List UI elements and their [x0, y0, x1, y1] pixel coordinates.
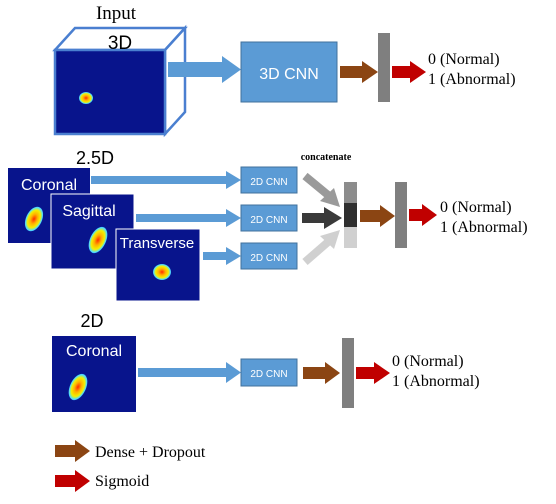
coronal-2d-image — [52, 336, 136, 412]
legend-dense-label: Dense + Dropout — [95, 444, 206, 461]
dense-arrow-3d — [340, 61, 378, 83]
input-arrow-sagittal — [136, 209, 241, 227]
coronal-label: Coronal — [21, 177, 77, 194]
dense-arrow-25d — [360, 205, 395, 227]
concat-arrow-bottom — [302, 230, 340, 266]
sigmoid-arrow-3d — [392, 61, 426, 83]
coronal-hotspot — [24, 206, 44, 232]
cnn-3d-block — [240, 41, 338, 103]
sagittal-hotspot — [88, 226, 108, 254]
cnn-2d-block-sagittal — [240, 204, 298, 232]
sigmoid-arrow-25d — [409, 204, 437, 226]
dense-layer-3d — [378, 33, 390, 102]
output-abnormal-3d: 1 (Abnormal) — [428, 71, 516, 88]
input-arrow-2d — [138, 362, 241, 383]
transverse-label: Transverse — [120, 235, 194, 252]
input-cube: 3D — [52, 24, 188, 138]
input-arrow-3d — [168, 56, 241, 83]
cube-front-scan — [53, 48, 167, 136]
input-arrow-transverse — [203, 247, 241, 265]
section-3d: Input 3D 3D CNN 0 (Normal) 1 (Abnormal) — [52, 3, 516, 138]
transverse-hotspot — [153, 264, 171, 280]
sagittal-label: Sagittal — [62, 203, 115, 220]
dense-layer-2d — [342, 338, 354, 408]
legend-sigmoid-arrow — [55, 470, 90, 492]
heading-2d: 2D — [80, 311, 103, 331]
section-2d: 2D Coronal 2D CNN 0 (Normal) 1 (Abnormal… — [52, 311, 480, 412]
dense-arrow-2d — [303, 362, 340, 384]
concat-segment-2 — [344, 203, 357, 227]
concat-segment-3 — [344, 227, 357, 248]
cnn-2d-block-coronal — [240, 166, 298, 194]
concatenate-label: concatenate — [301, 152, 352, 163]
cnn-2d-label-sagittal: 2D CNN — [250, 215, 287, 226]
concat-arrow-middle — [302, 207, 342, 229]
cnn-2d-block — [240, 358, 298, 387]
input-heading: Input — [96, 3, 137, 24]
section-25d: 2.5D Coronal Sagittal Transverse 2D CNN … — [8, 148, 528, 302]
output-abnormal-25d: 1 (Abnormal) — [440, 219, 528, 236]
cnn-3d-label: 3D CNN — [259, 66, 319, 83]
concat-segment-1 — [344, 182, 357, 203]
output-normal-2d: 0 (Normal) — [392, 353, 464, 370]
concat-arrow-top — [302, 172, 340, 207]
output-normal-25d: 0 (Normal) — [440, 199, 512, 216]
cnn-2d-label-transverse: 2D CNN — [250, 253, 287, 264]
output-normal-3d: 0 (Normal) — [428, 51, 500, 68]
coronal-2d-hotspot — [68, 373, 88, 401]
output-abnormal-2d: 1 (Abnormal) — [392, 373, 480, 390]
cnn-2d-label-coronal: 2D CNN — [250, 177, 287, 188]
legend: Dense + Dropout Sigmoid — [55, 440, 206, 492]
legend-dense-arrow — [55, 440, 90, 462]
input-arrow-coronal — [91, 171, 241, 189]
legend-sigmoid-label: Sigmoid — [95, 473, 149, 490]
cube-label: 3D — [108, 33, 132, 54]
dense-layer-25d — [395, 182, 407, 248]
cnn-2d-label: 2D CNN — [250, 369, 287, 380]
cnn-2d-block-transverse — [240, 242, 298, 270]
scan-hotspot — [79, 92, 93, 104]
coronal-2d-label: Coronal — [66, 343, 122, 360]
sigmoid-arrow-2d — [356, 362, 390, 384]
heading-25d: 2.5D — [76, 148, 114, 168]
